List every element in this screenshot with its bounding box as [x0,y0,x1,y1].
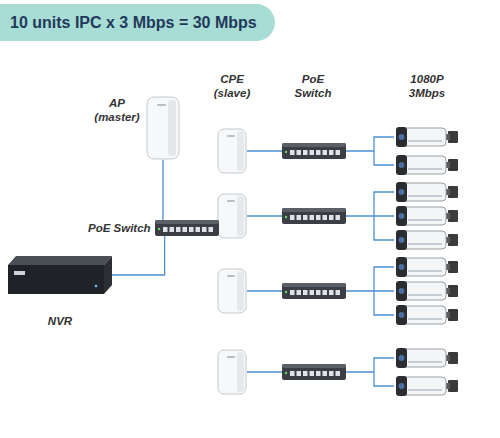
nvr-led [95,285,98,288]
column-header: PoE Switch [290,72,336,101]
camera-wiring [247,137,394,386]
device-label: PoE Switch [88,221,151,235]
switch-led [157,228,159,230]
label-holder: PoE Switch [290,72,336,101]
title-banner: 10 units IPC x 3 Mbps = 30 Mbps [0,4,275,41]
cpe-devices [218,129,246,394]
camera-icon [396,348,458,368]
poe-switch-icon [282,364,346,380]
camera-icon [396,257,458,277]
switch-port [189,227,194,232]
wire [247,192,394,240]
ip-cameras [396,127,458,396]
camera-icon [396,230,458,250]
switch-port [163,227,168,232]
wire [247,358,394,386]
nvr-top [8,256,112,265]
network-cable [112,236,165,275]
nvr-front [8,265,104,294]
switch-port [202,227,207,232]
nvr-icon [8,256,112,294]
nvr: NVR [8,256,112,328]
poe-switch-icon [282,283,346,299]
wire [247,137,394,165]
switch-port [169,227,174,232]
poe-switch-icon [155,220,219,236]
column-header: 1080P 3Mbps [401,72,453,101]
label-holder: 1080P 3Mbps [401,72,453,101]
poe-switch-icon [282,143,346,159]
switch-body [155,220,219,236]
cpe-device [218,194,246,238]
nvr-side [104,256,112,294]
switch-port [176,227,181,232]
poe-switch: PoE Switch [88,220,219,236]
switch-port [208,227,213,232]
wire [247,267,394,315]
nvr-logo [14,271,25,275]
camera-icon [396,305,458,325]
switch-port [182,227,187,232]
camera-icon [396,155,458,175]
ap-body [147,97,179,159]
switch-port [195,227,200,232]
cpe-device [218,129,246,173]
camera-icon [396,281,458,301]
title-area: 10 units IPC x 3 Mbps = 30 Mbps [0,4,275,41]
network-cable [162,160,163,220]
cpe-device [218,350,246,394]
cpe-device [218,269,246,313]
camera-icon [396,206,458,226]
column-header: CPE (slave) [208,72,256,101]
access-point: AP (master) [92,96,180,160]
label-holder: CPE (slave) [208,72,256,101]
poe-switch-icon [282,208,346,224]
device-label: NVR [48,314,72,328]
switch-top [155,220,219,224]
camera-icon [396,182,458,202]
camera-icon [396,127,458,147]
poe-switches [282,143,346,380]
ap-logo [157,104,166,106]
access-point-icon [146,96,180,160]
ap-shade [168,100,176,156]
device-label: AP (master) [92,96,142,125]
camera-icon [396,376,458,396]
